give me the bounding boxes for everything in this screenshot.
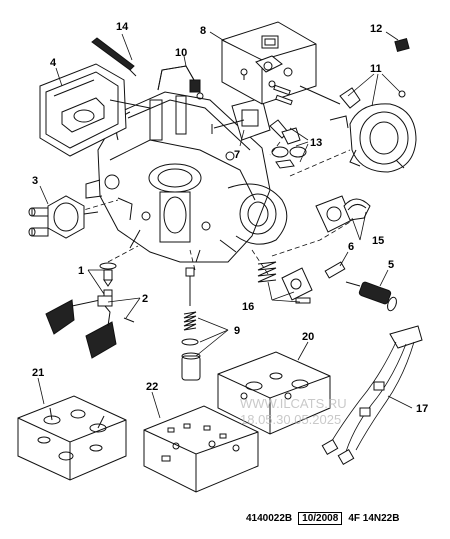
float-2[interactable] <box>45 295 135 359</box>
callout-3: 3 <box>32 175 38 187</box>
diagram-ref: 4F 14N22B <box>348 513 400 524</box>
watermark-line-1: WWW.ILCATS.RU <box>240 396 347 411</box>
cap-12[interactable] <box>394 38 410 52</box>
diagram-code: 4140022B <box>246 513 293 524</box>
kit-box-21[interactable] <box>17 395 127 481</box>
air-filter-cover[interactable] <box>39 63 151 157</box>
callout-21: 21 <box>32 367 44 379</box>
callout-20: 20 <box>302 331 314 343</box>
callout-9: 9 <box>234 325 240 337</box>
callout-14: 14 <box>116 21 129 33</box>
callout-12: 12 <box>370 23 382 35</box>
callout-8: 8 <box>200 25 206 37</box>
diagram-date: 10/2008 <box>298 512 343 525</box>
carburettor-body[interactable] <box>85 91 288 263</box>
callout-16: 16 <box>242 301 254 313</box>
callout-15: 15 <box>372 235 384 247</box>
callout-4: 4 <box>50 57 57 69</box>
callout-10: 10 <box>175 47 187 59</box>
callout-13: 13 <box>310 137 322 149</box>
pump-3[interactable] <box>28 195 99 239</box>
jet-6[interactable] <box>324 261 346 279</box>
watermark: WWW.ILCATS.RU 18.05.30.05.2025 <box>240 396 347 427</box>
screw-14[interactable] <box>91 37 137 77</box>
accelerator-pump-9[interactable] <box>181 267 201 381</box>
callout-22: 22 <box>146 381 158 393</box>
needle-valve-1[interactable] <box>99 262 117 299</box>
diaphragm-cover-15[interactable] <box>315 195 371 233</box>
kit-box-8[interactable] <box>221 21 317 105</box>
callout-7: 7 <box>234 149 240 161</box>
diaphragm-housing-11[interactable] <box>299 85 417 173</box>
gasket-7[interactable] <box>211 97 271 141</box>
callout-numbers: 14 8 10 12 4 11 13 7 3 15 6 5 1 2 9 16 2… <box>32 21 428 415</box>
kit-box-22[interactable] <box>143 405 259 493</box>
solenoid-valve-5[interactable] <box>345 281 398 312</box>
callout-1: 1 <box>78 265 84 277</box>
spring-cover-16[interactable] <box>257 261 313 304</box>
bent-tube-10[interactable] <box>157 65 204 100</box>
leader-lines <box>37 31 413 419</box>
kit-box-20[interactable] <box>217 351 331 435</box>
callout-11: 11 <box>370 63 382 75</box>
wiring-harness-17[interactable] <box>321 325 423 466</box>
callout-17: 17 <box>416 403 428 415</box>
diagram-footer: 4140022B 10/2008 4F 14N22B <box>246 512 399 525</box>
callout-5: 5 <box>388 259 394 271</box>
watermark-line-2: 18.05.30.05.2025 <box>240 412 341 427</box>
callout-2: 2 <box>142 293 148 305</box>
callout-6: 6 <box>348 241 354 253</box>
